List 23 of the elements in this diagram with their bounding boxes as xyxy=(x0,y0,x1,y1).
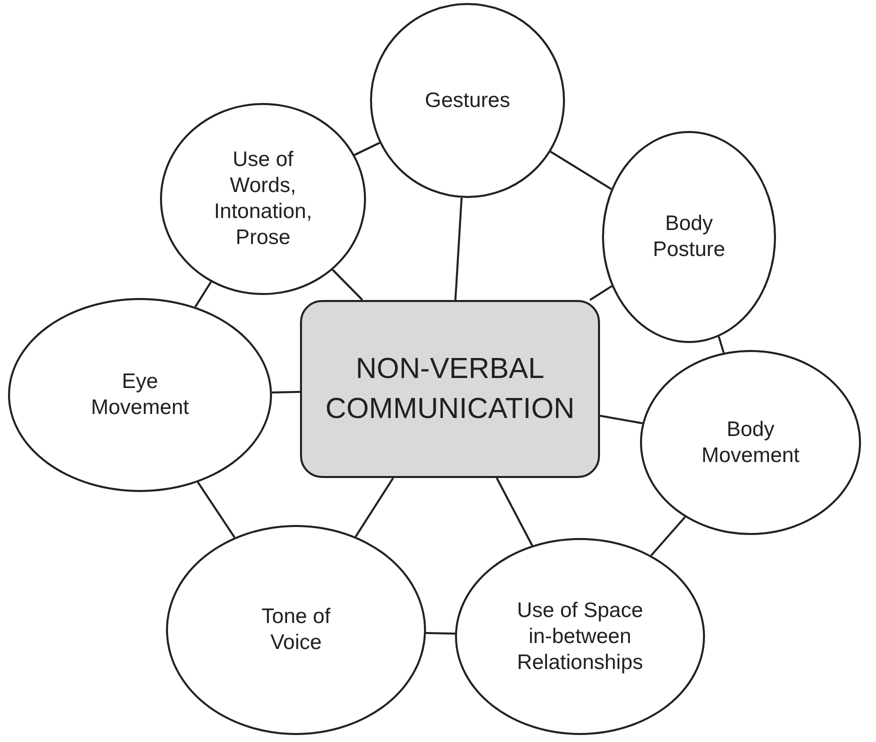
connector-line xyxy=(496,478,534,546)
connector-line xyxy=(550,150,612,190)
connector-line xyxy=(454,198,463,300)
central-title: NON-VERBAL COMMUNICATION xyxy=(324,352,576,427)
connector-line xyxy=(426,632,456,635)
connector-line xyxy=(600,414,643,424)
connector-line xyxy=(354,142,380,156)
topic-label: Tone of Voice xyxy=(260,604,332,656)
topic-label: Use of Words, Intonation, Prose xyxy=(212,147,314,251)
topic-label: Eye Movement xyxy=(90,369,190,421)
connector-line xyxy=(650,516,686,556)
topic-label: Body Posture xyxy=(652,211,726,263)
topic-label: Gestures xyxy=(424,88,512,114)
connector-line xyxy=(197,482,236,538)
topic-label: Use of Space in-between Relationships xyxy=(516,598,644,676)
connector-line xyxy=(194,281,212,308)
connector-line xyxy=(332,269,364,301)
connector-line xyxy=(718,336,725,354)
connector-line xyxy=(589,285,612,301)
connector-line xyxy=(354,477,394,538)
central-box xyxy=(300,300,600,478)
connector-line xyxy=(272,390,300,394)
topic-label: Body Movement xyxy=(700,416,801,468)
